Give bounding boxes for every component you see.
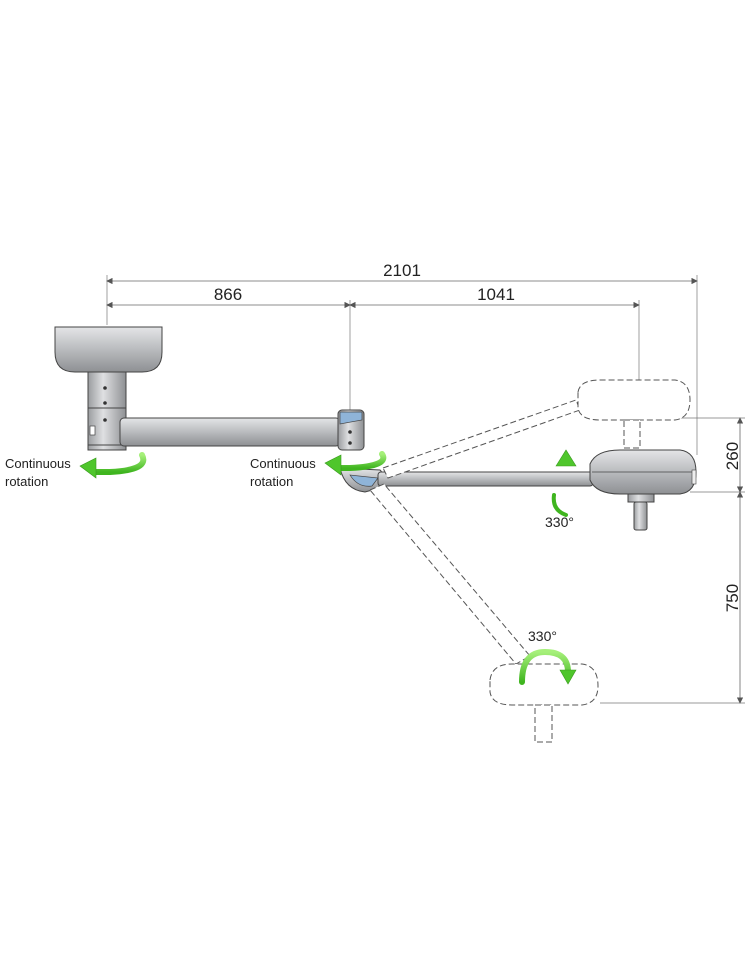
dimension-upper-travel: 260 <box>640 417 745 493</box>
head-bottom-rotation-label: 330° <box>528 628 557 644</box>
ceiling-mount <box>54 326 163 451</box>
joint-rotation-arrow-icon <box>324 451 387 476</box>
dimension-spring-arm-label: 1041 <box>477 285 515 304</box>
light-head-main <box>589 449 697 531</box>
ceiling-rotation-arrow-icon <box>79 452 147 479</box>
dimension-upper-travel-label: 260 <box>723 442 742 470</box>
joint-rotation-label-line1: Continuous <box>250 456 316 471</box>
dimension-primary-arm-label: 866 <box>214 285 242 304</box>
joint-rotation-label-line2: rotation <box>250 474 293 489</box>
head-side-rotation-label: 330° <box>545 514 574 530</box>
ceiling-rotation-label-line1: Continuous <box>5 456 71 471</box>
arm-joint <box>337 409 386 493</box>
dimension-lower-travel-label: 750 <box>723 584 742 612</box>
dimension-spring-arm: 1041 <box>349 285 640 380</box>
head-bottom-rotation-arrow-icon <box>519 648 577 685</box>
head-side-rotation-arrow-icon <box>551 449 577 518</box>
dimension-primary-arm: 866 <box>106 285 351 415</box>
dimension-total-label: 2101 <box>383 261 421 280</box>
dimension-lower-travel: 750 <box>600 491 745 704</box>
spring-arm-horizontal <box>377 471 594 487</box>
ceiling-rotation-label-line2: rotation <box>5 474 48 489</box>
light-head-upper-position <box>382 379 691 479</box>
dimension-total: 2101 <box>106 261 698 455</box>
primary-arm <box>119 417 341 447</box>
